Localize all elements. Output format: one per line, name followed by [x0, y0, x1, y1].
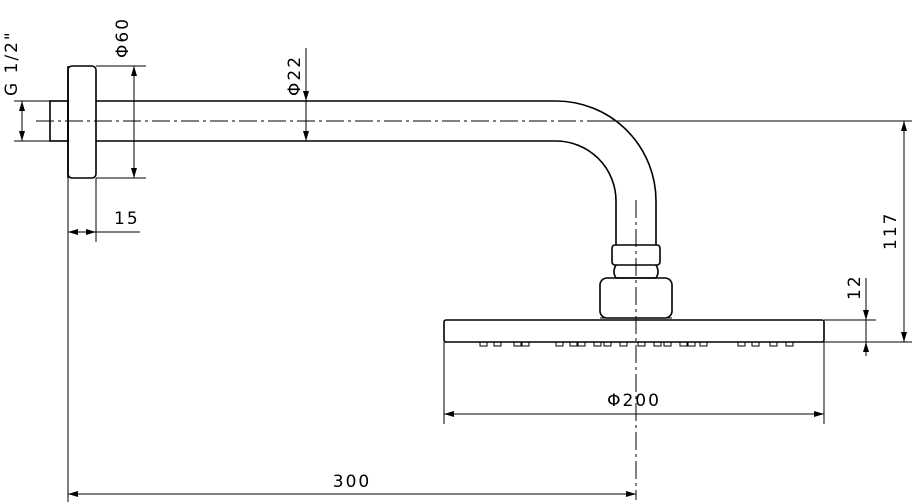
nozzle [699, 341, 708, 347]
nozzle [569, 341, 578, 347]
nozzle [751, 341, 760, 347]
shower-arm [95, 100, 657, 245]
nozzle [521, 341, 530, 347]
flange-diameter-label: Φ60 [113, 17, 133, 58]
nozzle [619, 341, 628, 347]
thread-dimension: G 1/2" [2, 30, 50, 142]
wall-flange [67, 65, 97, 179]
nozzle [679, 341, 688, 347]
shower-head [443, 317, 825, 347]
nozzle [785, 341, 794, 347]
nozzle [737, 341, 746, 347]
head-thickness-dimension: 12 [824, 274, 876, 356]
nozzle [653, 341, 662, 347]
nozzle-row [479, 341, 794, 347]
nozzle [555, 341, 564, 347]
flange-thickness-label: 15 [114, 209, 140, 229]
arm-reach-dimension: 300 [67, 242, 636, 502]
head-diameter-label: Φ200 [607, 391, 661, 411]
nozzle [663, 341, 672, 347]
nozzle [769, 341, 778, 347]
nozzle [637, 341, 646, 347]
arm-diameter-dimension: Φ22 [285, 48, 309, 141]
drop-height-label: 117 [881, 212, 901, 250]
arm-diameter-label: Φ22 [285, 55, 305, 96]
nozzle [593, 341, 602, 347]
arm-reach-label: 300 [333, 472, 371, 492]
nozzle [493, 341, 502, 347]
flange-thickness-dimension: 15 [67, 178, 140, 242]
thread-label: G 1/2" [2, 30, 22, 96]
nozzle [687, 341, 696, 347]
drop-height-dimension: 117 [600, 120, 912, 343]
nozzle [603, 341, 612, 347]
flange-diameter-dimension: Φ60 [96, 17, 146, 179]
head-thickness-label: 12 [845, 274, 865, 300]
head-diameter-dimension: Φ200 [443, 342, 825, 424]
nozzle [479, 341, 488, 347]
nozzle [577, 341, 586, 347]
nozzle [513, 341, 522, 347]
